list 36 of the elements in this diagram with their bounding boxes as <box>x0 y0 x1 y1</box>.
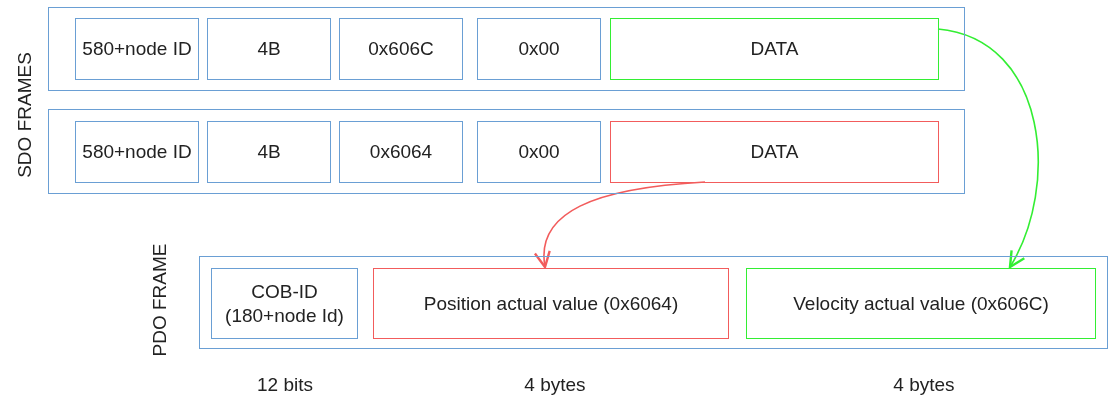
field-box <box>207 18 331 80</box>
size-label: 12 bits <box>257 374 313 396</box>
field-label: 4B <box>257 37 281 61</box>
field-box <box>746 268 1096 339</box>
frame-box <box>48 7 965 91</box>
frame-box <box>199 256 1108 349</box>
field-label: 0x00 <box>518 37 560 61</box>
field-box <box>373 268 729 339</box>
arrow <box>937 28 1039 269</box>
field-box <box>610 18 939 80</box>
field-label: Position actual value (0x6064) <box>423 291 679 316</box>
frame-box <box>48 109 965 194</box>
field-box <box>207 121 331 183</box>
field-box <box>75 121 199 183</box>
field-label: COB-ID (180+node Id) <box>224 279 345 328</box>
size-label: 4 bytes <box>893 374 955 396</box>
arrow <box>535 181 706 269</box>
field-box <box>477 121 601 183</box>
field-label: 4B <box>257 140 281 164</box>
field-label: 0x6064 <box>369 140 433 164</box>
field-label: Velocity actual value (0x606C) <box>793 291 1049 316</box>
field-box <box>339 18 463 80</box>
field-box <box>477 18 601 80</box>
field-box <box>211 268 358 339</box>
field-label: 580+node ID <box>82 140 192 164</box>
frame-title: SDO FRAMES <box>14 52 36 178</box>
field-box <box>339 121 463 183</box>
frame-title: PDO FRAME <box>149 243 171 357</box>
field-box <box>75 18 199 80</box>
field-label: DATA <box>750 37 799 61</box>
field-box <box>610 121 939 183</box>
field-label: 580+node ID <box>82 37 192 61</box>
size-label: 4 bytes <box>524 374 586 396</box>
field-label: 0x00 <box>518 140 560 164</box>
field-label: DATA <box>750 140 799 164</box>
field-label: 0x606C <box>368 37 434 61</box>
